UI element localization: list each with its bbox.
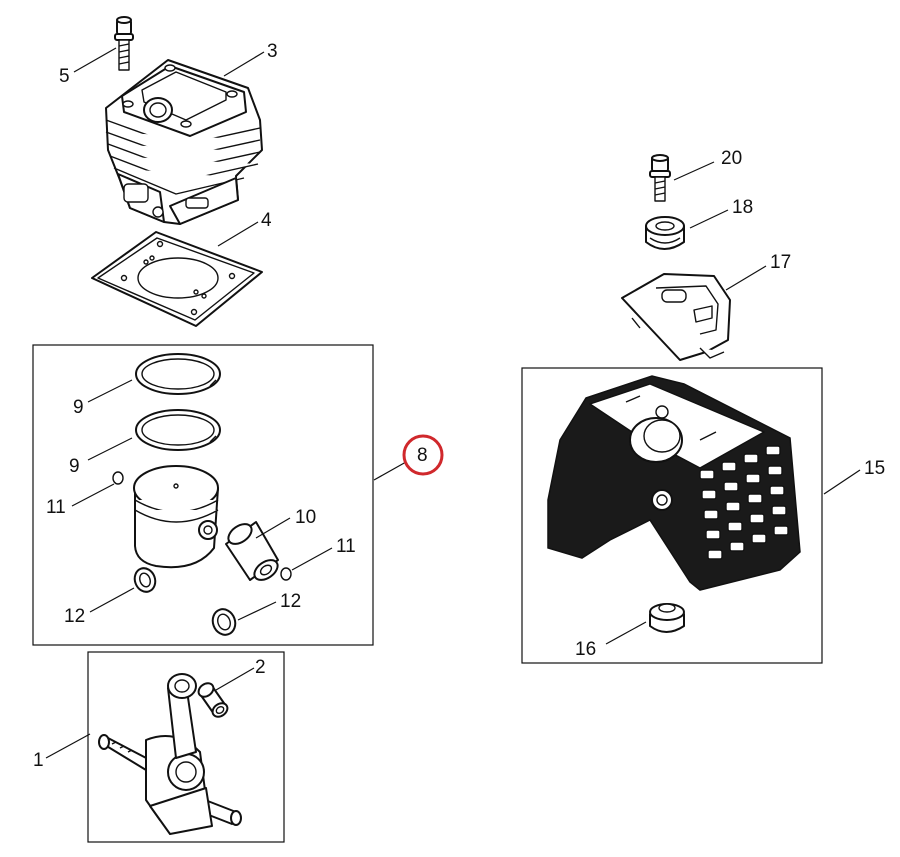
part-12-washer-right[interactable] <box>209 606 239 638</box>
callout-15[interactable]: 15 <box>864 458 885 479</box>
shroud-vent-grille <box>699 445 789 560</box>
callout-3[interactable]: 3 <box>267 41 278 62</box>
callout-2[interactable]: 2 <box>255 657 266 678</box>
callout-5[interactable]: 5 <box>59 66 70 87</box>
callout-10[interactable]: 10 <box>295 507 316 528</box>
part-1-crankshaft[interactable] <box>98 673 242 835</box>
part-9-ring-upper[interactable] <box>135 353 221 395</box>
part-8-kit-frame <box>32 344 374 646</box>
callout-8[interactable]: 8 <box>417 445 428 466</box>
callout-1[interactable]: 1 <box>33 750 44 771</box>
callout-11-left[interactable]: 11 <box>46 497 66 518</box>
callout-11-right[interactable]: 11 <box>336 536 356 557</box>
callout-17[interactable]: 17 <box>770 252 791 273</box>
part-4-gasket[interactable] <box>91 231 263 327</box>
part-1-crank-frame <box>87 651 285 843</box>
part-11-circlip-right[interactable] <box>280 567 292 581</box>
part-17-cover[interactable] <box>621 273 731 361</box>
part-18-grommet[interactable] <box>645 216 685 250</box>
callout-12-right[interactable]: 12 <box>280 591 301 612</box>
part-12-washer-left[interactable] <box>131 565 158 594</box>
part-15-frame <box>521 367 823 664</box>
callout-labels: 5 3 4 9 9 11 10 11 12 12 8 2 1 20 18 17 … <box>33 41 885 771</box>
callout-16[interactable]: 16 <box>575 639 596 660</box>
part-20-bolt[interactable] <box>649 154 671 202</box>
part-3-cylinder[interactable] <box>105 59 263 225</box>
part-11-circlip-left[interactable] <box>112 471 124 485</box>
callout-18[interactable]: 18 <box>732 197 753 218</box>
part-5-bolt[interactable] <box>114 16 134 71</box>
callout-9-upper[interactable]: 9 <box>73 397 84 418</box>
part-2-bearing[interactable] <box>196 680 230 719</box>
piston[interactable] <box>133 465 219 569</box>
part-10-piston-pin[interactable] <box>225 520 281 584</box>
callout-4[interactable]: 4 <box>261 210 272 231</box>
callout-20[interactable]: 20 <box>721 148 742 169</box>
part-16-grommet[interactable] <box>649 603 685 633</box>
callout-9-lower[interactable]: 9 <box>69 456 80 477</box>
part-9-ring-lower[interactable] <box>135 409 221 451</box>
part-15-shroud[interactable] <box>547 375 801 591</box>
callout-12-left[interactable]: 12 <box>64 606 85 627</box>
highlight-circle <box>402 434 444 476</box>
leader-lines <box>45 47 861 759</box>
